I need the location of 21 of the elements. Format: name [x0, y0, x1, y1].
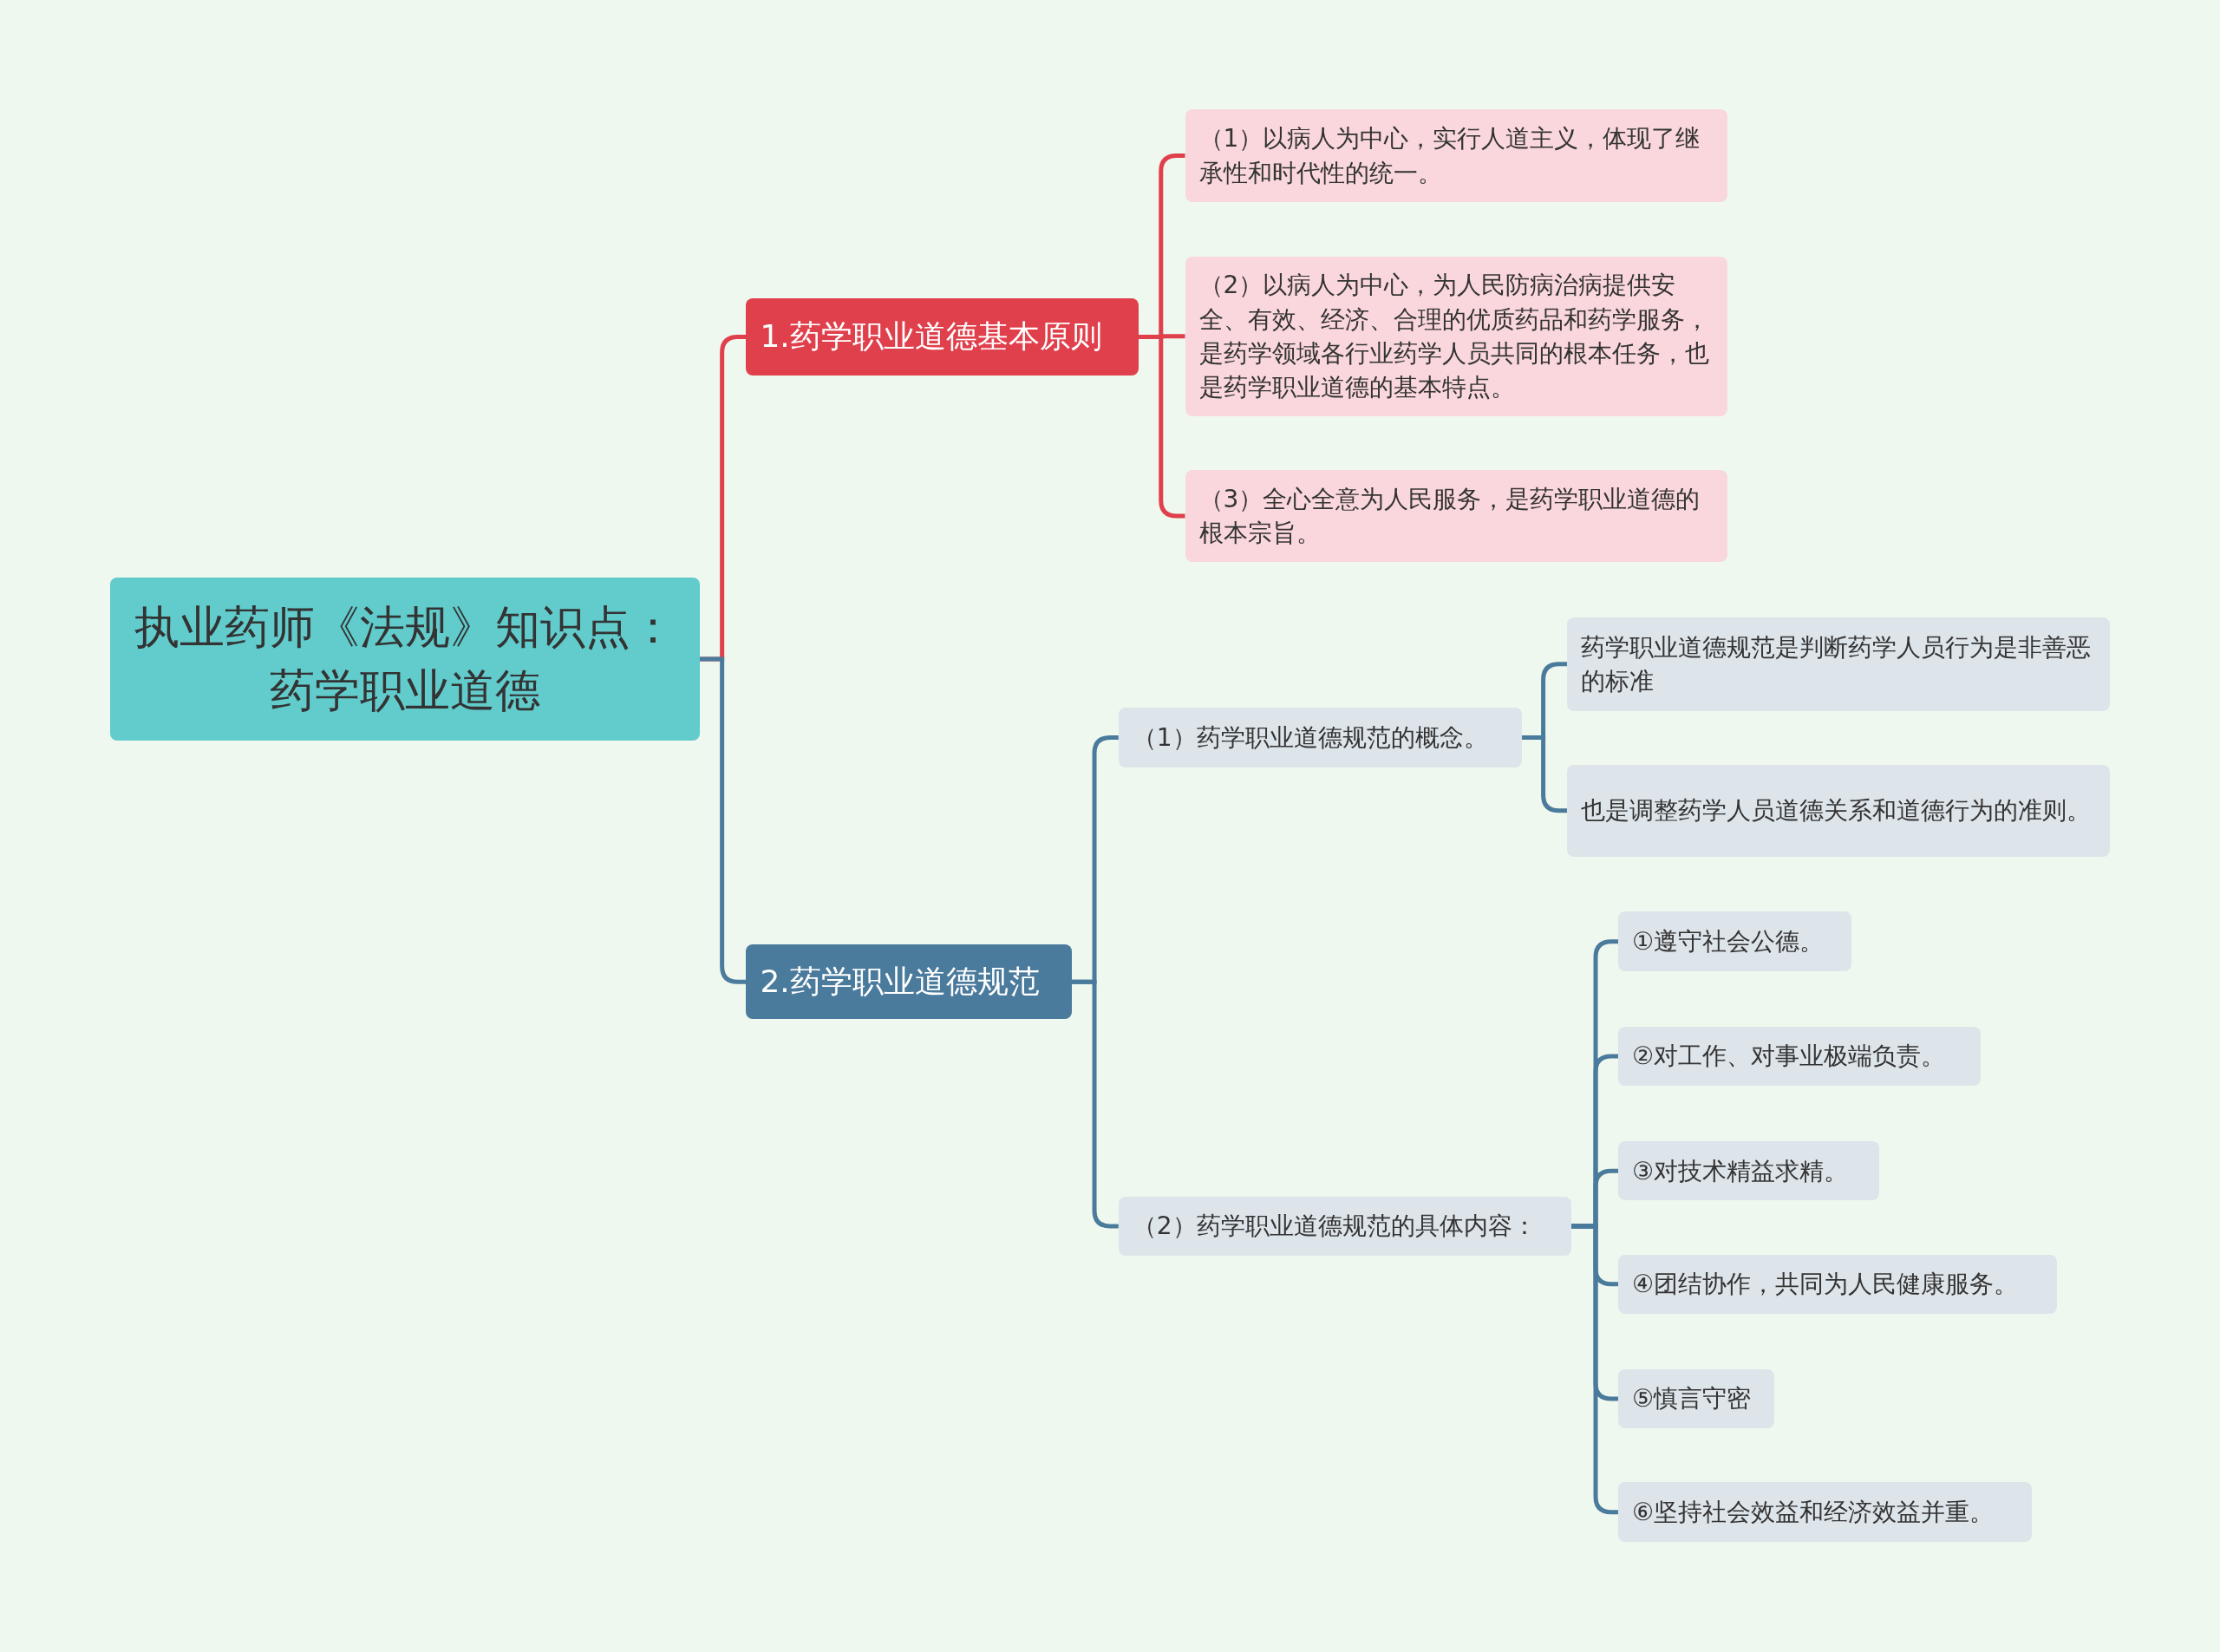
subtopic-box: 药学职业道德规范是判断药学人员行为是非善恶的标准	[1567, 617, 2110, 711]
topic-box: 1.药学职业道德基本原则	[746, 298, 1139, 375]
subtopic-box: （1）以病人为中心，实行人道主义，体现了继承性和时代性的统一。	[1185, 108, 1727, 203]
subtopic-box: ⑤慎言守密	[1618, 1368, 1774, 1429]
subtopic-box: ⑥坚持社会效益和经济效益并重。	[1618, 1482, 2032, 1542]
subtopic-box: ④团结协作，共同为人民健康服务。	[1618, 1254, 2058, 1315]
topic-box: 2.药学职业道德规范	[746, 944, 1072, 1020]
connector-line	[699, 656, 747, 984]
connector-line	[1071, 979, 1119, 1229]
subtopic-box: （3）全心全意为人民服务，是药学职业道德的根本宗旨。	[1185, 470, 1727, 563]
subtopic-box: （1）药学职业道德规范的概念。	[1118, 708, 1523, 767]
subtopic-box: 也是调整药学人员道德关系和道德行为的准则。	[1567, 764, 2110, 857]
root-topic-box: 执业药师《法规》知识点：药学职业道德	[110, 578, 700, 741]
subtopic-box: ②对工作、对事业极端负责。	[1618, 1026, 1982, 1087]
subtopic-box: ①遵守社会公德。	[1618, 911, 1852, 971]
subtopic-box: （2）药学职业道德规范的具体内容：	[1118, 1196, 1572, 1257]
connector-line	[1138, 335, 1185, 519]
subtopic-box: ③对技术精益求精。	[1618, 1140, 1879, 1201]
connector-line	[1571, 1224, 1619, 1515]
connector-line	[1522, 735, 1568, 813]
subtopic-box: （2）以病人为中心，为人民防病治病提供安全、有效、经济、合理的优质药品和药学服务，是药学领域各行业药学人员共同的根本任务，也是药学职业道德的基本特点。	[1185, 256, 1727, 416]
